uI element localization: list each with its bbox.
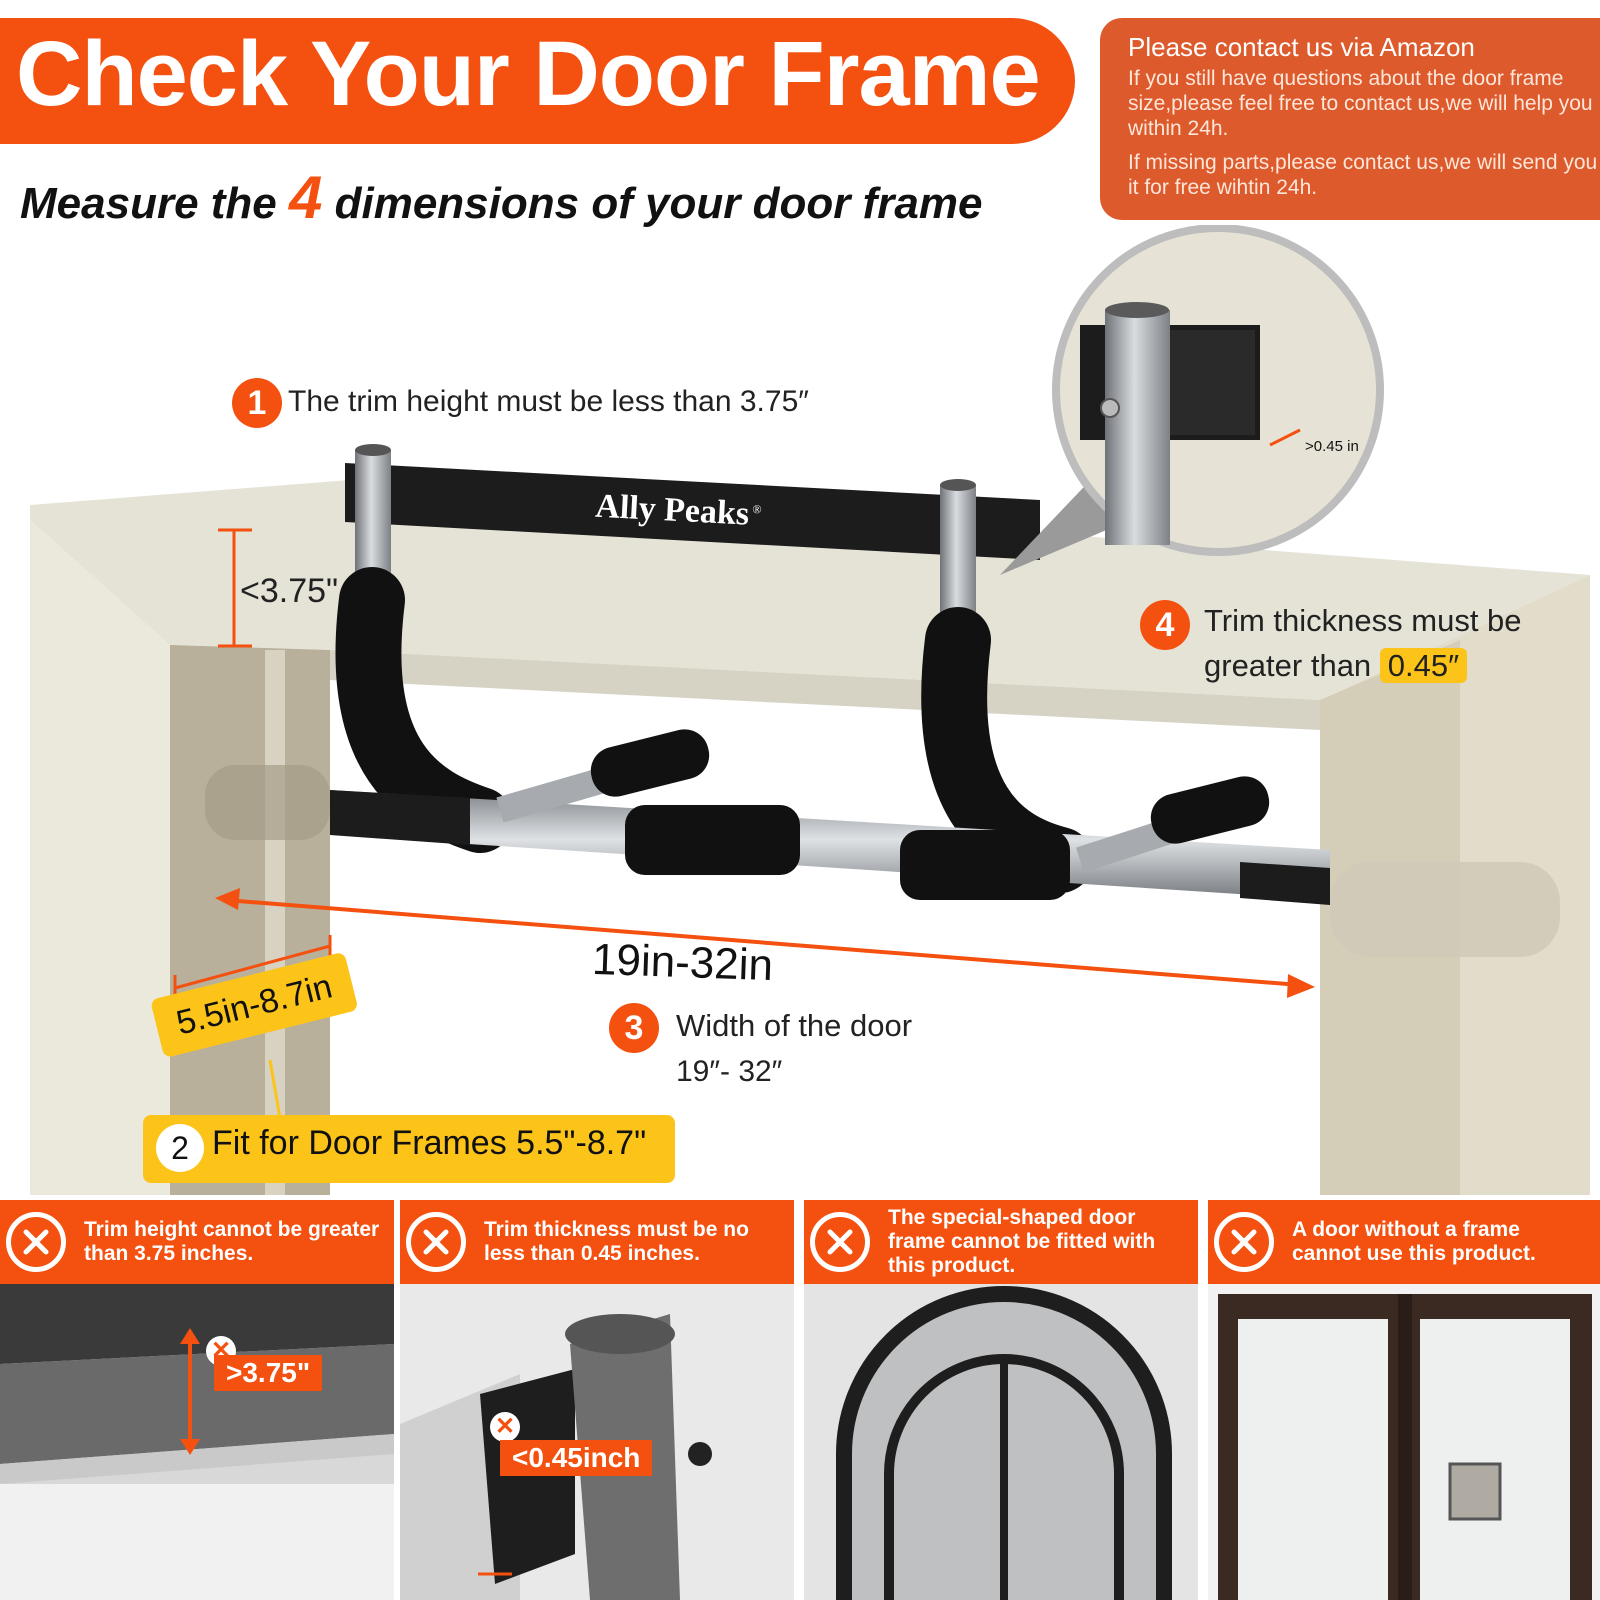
warning-panel-special-shape: The special-shaped door frame cannot be …	[804, 1200, 1198, 1600]
warning-panel-no-frame: A door without a frame cannot use this p…	[1208, 1200, 1600, 1600]
panel-photo-arched-door	[804, 1284, 1198, 1600]
panel-tag: <0.45inch	[500, 1440, 653, 1476]
x-icon	[1214, 1212, 1274, 1272]
panel-text: Trim thickness must be no less than 0.45…	[484, 1218, 749, 1265]
zoom-detail: >0.45 in	[1000, 225, 1384, 575]
panel-tag: >3.75"	[214, 1355, 323, 1391]
x-icon	[406, 1212, 466, 1272]
panel-photo-trim-thickness	[400, 1284, 794, 1600]
door-frame-illustration: Ally Peaks ® >0.45 in	[30, 225, 1590, 1195]
panel-photo-frameless-door	[1208, 1284, 1600, 1600]
warning-panel-trim-thickness: Trim thickness must be no less than 0.45…	[400, 1200, 794, 1600]
title-banner	[0, 18, 1075, 144]
subtitle-number: 4	[289, 164, 323, 231]
brand-label: Ally Peaks	[594, 488, 750, 533]
trim-height-label: <3.75"	[240, 572, 339, 610]
page-subtitle: Measure the 4 dimensions of your door fr…	[20, 163, 982, 232]
contact-paragraph-1: If you still have questions about the do…	[1128, 67, 1593, 140]
callout-4-line-1: Trim thickness must be	[1204, 603, 1522, 638]
callout-4-highlight: 0.45″	[1379, 648, 1468, 683]
subtitle-post: dimensions of your door frame	[334, 179, 983, 228]
brand-registered: ®	[752, 502, 762, 516]
panel-text: The special-shaped door frame cannot be …	[888, 1206, 1156, 1277]
callout-4-line-2: greater than 0.45″	[1204, 648, 1468, 684]
depth-connector	[268, 1059, 282, 1119]
callout-3-line-2: 19″- 32″	[676, 1055, 783, 1088]
panel-text: A door without a frame cannot use this p…	[1292, 1218, 1536, 1265]
subtitle-pre: Measure the	[20, 179, 277, 228]
contact-paragraph-2: If missing parts,please contact us,we wi…	[1128, 151, 1598, 199]
pull-up-bar: Ally Peaks ®	[205, 444, 1560, 957]
x-icon	[810, 1212, 870, 1272]
measurement-lines	[173, 528, 1315, 998]
callout-3-badge: 3	[609, 1003, 659, 1053]
panel-text: Trim height cannot be greater than 3.75 …	[84, 1218, 380, 1265]
contact-box: Please contact us via Amazon If you stil…	[1100, 18, 1600, 220]
callout-2-bar	[143, 1115, 675, 1183]
callout-2-text: Fit for Door Frames 5.5"-8.7"	[212, 1124, 647, 1162]
warning-panel-trim-height: Trim height cannot be greater than 3.75 …	[0, 1200, 394, 1600]
panel-photo-trim-height	[0, 1284, 394, 1600]
page-title: Check Your Door Frame	[16, 23, 1041, 125]
callout-2-badge: 2	[156, 1124, 204, 1172]
callout-1-text: The trim height must be less than 3.75″	[288, 385, 809, 418]
contact-title: Please contact us via Amazon	[1128, 32, 1475, 62]
x-icon: ✕	[490, 1412, 520, 1442]
x-icon	[6, 1212, 66, 1272]
callout-4-badge: 4	[1140, 600, 1190, 650]
callout-1-badge: 1	[232, 378, 282, 428]
callout-3-line-1: Width of the door	[676, 1008, 913, 1043]
callout-4-line-2-pre: greater than	[1204, 648, 1372, 683]
zoom-label: >0.45 in	[1305, 438, 1359, 455]
door-width-label: 19in-32in	[591, 934, 774, 991]
